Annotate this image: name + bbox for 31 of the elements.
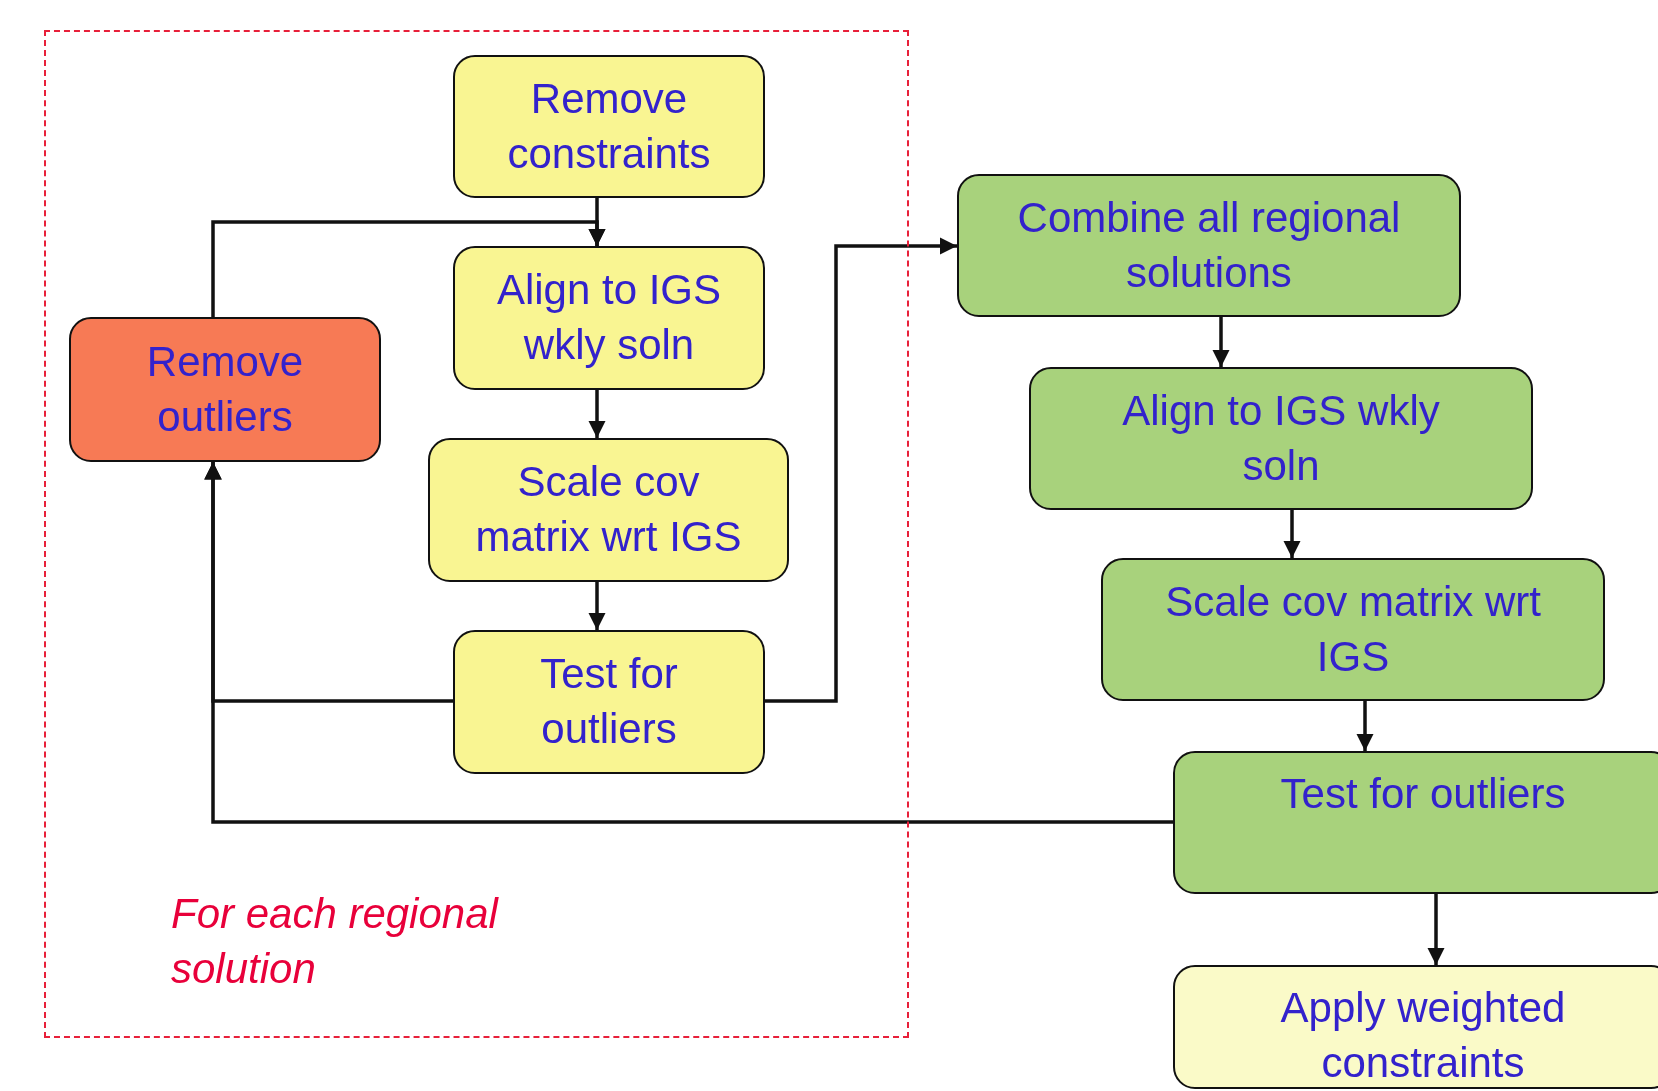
arrow <box>765 237 957 703</box>
box-label: Align to IGS wkly soln <box>495 265 723 370</box>
box-label: Remove outliers <box>145 336 305 442</box>
process-box <box>1029 367 1533 510</box>
process-box <box>1173 965 1658 1089</box>
group-caption: For each regional solution <box>171 889 500 994</box>
process-box <box>1173 751 1658 894</box>
arrow <box>204 462 1173 824</box>
process-box <box>428 438 789 582</box>
arrow <box>588 390 606 438</box>
process-box <box>69 317 381 462</box>
process-box <box>957 174 1461 317</box>
process-box <box>453 246 765 390</box>
process-box <box>453 630 765 774</box>
box-label: Scale cov matrix wrt IGS <box>474 457 743 562</box>
process-box <box>1101 558 1605 701</box>
arrow <box>588 582 606 630</box>
box-label: Apply weighted constraints <box>1279 983 1567 1088</box>
arrow <box>211 220 606 317</box>
box-label: Combine all regional solutions <box>1016 192 1402 298</box>
arrow <box>1212 317 1230 367</box>
box-label: Remove constraints <box>506 73 712 179</box>
box-label: Test for outliers <box>539 649 679 754</box>
arrow <box>1283 510 1301 558</box>
box-label: Test for outliers <box>1280 769 1566 819</box>
process-box <box>453 55 765 198</box>
arrow <box>1427 894 1445 965</box>
box-label: Align to IGS wkly soln <box>1121 385 1441 491</box>
box-label: Scale cov matrix wrt IGS <box>1164 576 1542 682</box>
arrow <box>1356 701 1374 751</box>
dashed-group-frame <box>44 30 909 1038</box>
